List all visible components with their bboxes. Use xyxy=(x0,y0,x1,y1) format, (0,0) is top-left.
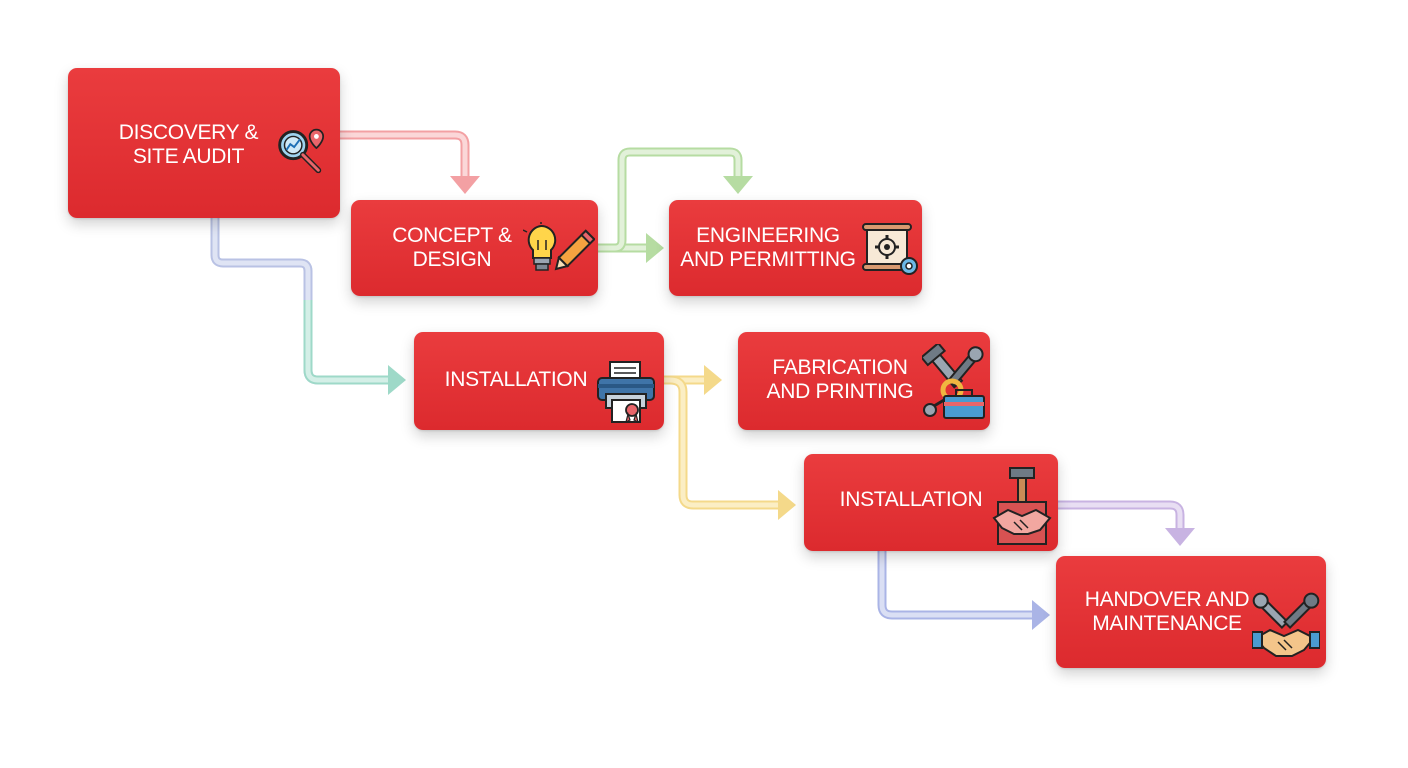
step-concept: CONCEPT & DESIGN xyxy=(351,200,598,296)
step-discovery-label: DISCOVERY & SITE AUDIT xyxy=(118,121,259,168)
step-installation-2-label: INSTALLATION xyxy=(839,488,983,511)
magnifier-location-icon xyxy=(270,120,328,178)
arrow-concept-to-engineering xyxy=(598,147,753,263)
arrow-discovery-to-concept xyxy=(340,130,480,194)
arrow-installation-to-fabrication xyxy=(664,365,796,520)
step-handover-label: HANDOVER AND MAINTENANCE xyxy=(1084,588,1250,635)
arrow-installation-to-handover xyxy=(1058,500,1195,546)
arrow-installation-to-handover-lower xyxy=(877,550,1050,630)
wrench-handshake-icon xyxy=(1252,590,1320,660)
step-fabrication: FABRICATION AND PRINTING xyxy=(738,332,990,430)
step-engineering-label: ENGINEERING AND PERMITTING xyxy=(680,224,856,271)
step-installation-1: INSTALLATION xyxy=(414,332,664,430)
lightbulb-pencil-icon xyxy=(523,222,595,278)
step-concept-label: CONCEPT & DESIGN xyxy=(392,224,512,271)
step-handover: HANDOVER AND MAINTENANCE xyxy=(1056,556,1326,668)
hammer-handshake-icon xyxy=(988,464,1056,548)
step-engineering: ENGINEERING AND PERMITTING xyxy=(669,200,922,296)
step-installation-2: INSTALLATION xyxy=(804,454,1058,551)
printer-certificate-icon xyxy=(594,358,660,426)
tools-toolbox-icon xyxy=(922,344,986,422)
step-discovery: DISCOVERY & SITE AUDIT xyxy=(68,68,340,218)
step-fabrication-label: FABRICATION AND PRINTING xyxy=(766,356,914,403)
blueprint-gear-icon xyxy=(861,220,921,278)
arrow-discovery-to-installation xyxy=(210,218,406,395)
step-installation-1-label: INSTALLATION xyxy=(444,368,588,391)
